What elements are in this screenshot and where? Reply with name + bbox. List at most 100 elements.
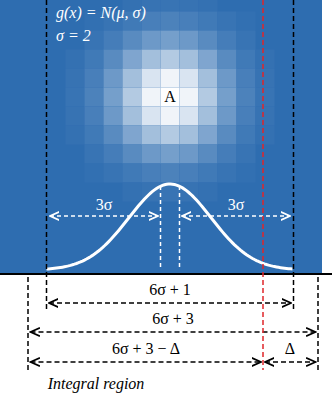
dimension-lines: [28, 0, 318, 370]
pixel: [237, 31, 256, 50]
pixel: [161, 12, 180, 31]
pixel: [180, 69, 199, 88]
pixel: [237, 145, 256, 164]
pixel: [123, 31, 142, 50]
center-pixel-label: A: [164, 88, 176, 106]
pixel: [123, 107, 142, 126]
pixel: [237, 50, 256, 69]
pixel: [85, 69, 104, 88]
pixel: [123, 183, 142, 202]
pixel: [180, 145, 199, 164]
pixel: [161, 31, 180, 50]
pixel: [237, 164, 256, 183]
blue-ground: [0, 0, 322, 274]
pixel: [199, 164, 218, 183]
pixel: [218, 50, 237, 69]
pixel: [104, 50, 123, 69]
pixel: [218, 12, 237, 31]
pixel: [218, 69, 237, 88]
pixel: [142, 50, 161, 69]
pixel: [123, 69, 142, 88]
pixel: [123, 50, 142, 69]
pixel-grid: [66, 0, 275, 202]
pixel: [123, 88, 142, 107]
pixel: [161, 0, 180, 12]
pixel: [142, 164, 161, 183]
pixel: [256, 50, 275, 69]
pixel: [123, 164, 142, 183]
pixel: [256, 107, 275, 126]
pixel: [142, 145, 161, 164]
pixel: [180, 50, 199, 69]
pixel: [161, 107, 180, 126]
pixel: [104, 31, 123, 50]
pixel: [199, 88, 218, 107]
pixel: [66, 126, 85, 145]
pixel: [218, 126, 237, 145]
pixel: [66, 50, 85, 69]
gaussian-curve: [47, 184, 293, 269]
pixel: [199, 126, 218, 145]
pixel: [199, 107, 218, 126]
pixel: [256, 88, 275, 107]
function-label: g(x) = N(μ, σ): [56, 4, 146, 22]
pixel: [123, 126, 142, 145]
dimension-label: 6σ + 1: [149, 281, 191, 299]
pixel: [161, 164, 180, 183]
pixel: [161, 88, 180, 107]
pixel: [180, 107, 199, 126]
pixel: [237, 69, 256, 88]
pixel: [85, 126, 104, 145]
pixel: [237, 12, 256, 31]
sigma-value: σ = 2: [56, 27, 91, 45]
pixel: [66, 69, 85, 88]
sigma-span-label: 3σ: [228, 196, 245, 214]
pixel: [142, 107, 161, 126]
pixel: [180, 126, 199, 145]
pixel: [218, 164, 237, 183]
pixel: [199, 31, 218, 50]
pixel: [142, 88, 161, 107]
pixel: [123, 145, 142, 164]
pixel: [218, 31, 237, 50]
pixel: [104, 145, 123, 164]
pixel: [104, 164, 123, 183]
pixel: [104, 107, 123, 126]
pixel: [85, 50, 104, 69]
pixel: [161, 145, 180, 164]
pixel: [199, 12, 218, 31]
pixel: [218, 88, 237, 107]
pixel: [256, 69, 275, 88]
dimension-label: 6σ + 3 − Δ: [112, 340, 180, 358]
pixel: [218, 145, 237, 164]
baseline: [0, 273, 332, 275]
region-label: Integral region: [48, 375, 145, 393]
pixel: [180, 164, 199, 183]
pixel: [142, 31, 161, 50]
sigma-guides: [50, 186, 290, 268]
sigma-span-label: 3σ: [96, 196, 113, 214]
pixel: [199, 69, 218, 88]
pixel: [237, 88, 256, 107]
pixel: [104, 88, 123, 107]
pixel: [142, 69, 161, 88]
pixel: [142, 126, 161, 145]
dimension-label: Δ: [285, 340, 295, 358]
dimension-label: 6σ + 3: [152, 310, 194, 328]
pixel: [199, 0, 218, 12]
pixel: [237, 107, 256, 126]
pixel: [161, 69, 180, 88]
pixel: [66, 88, 85, 107]
pixel: [180, 31, 199, 50]
pixel: [85, 145, 104, 164]
pixel: [66, 107, 85, 126]
pixel: [218, 107, 237, 126]
pixel: [180, 0, 199, 12]
pixel: [180, 12, 199, 31]
pixel: [180, 88, 199, 107]
pixel: [85, 88, 104, 107]
pixel: [104, 69, 123, 88]
pixel: [199, 145, 218, 164]
